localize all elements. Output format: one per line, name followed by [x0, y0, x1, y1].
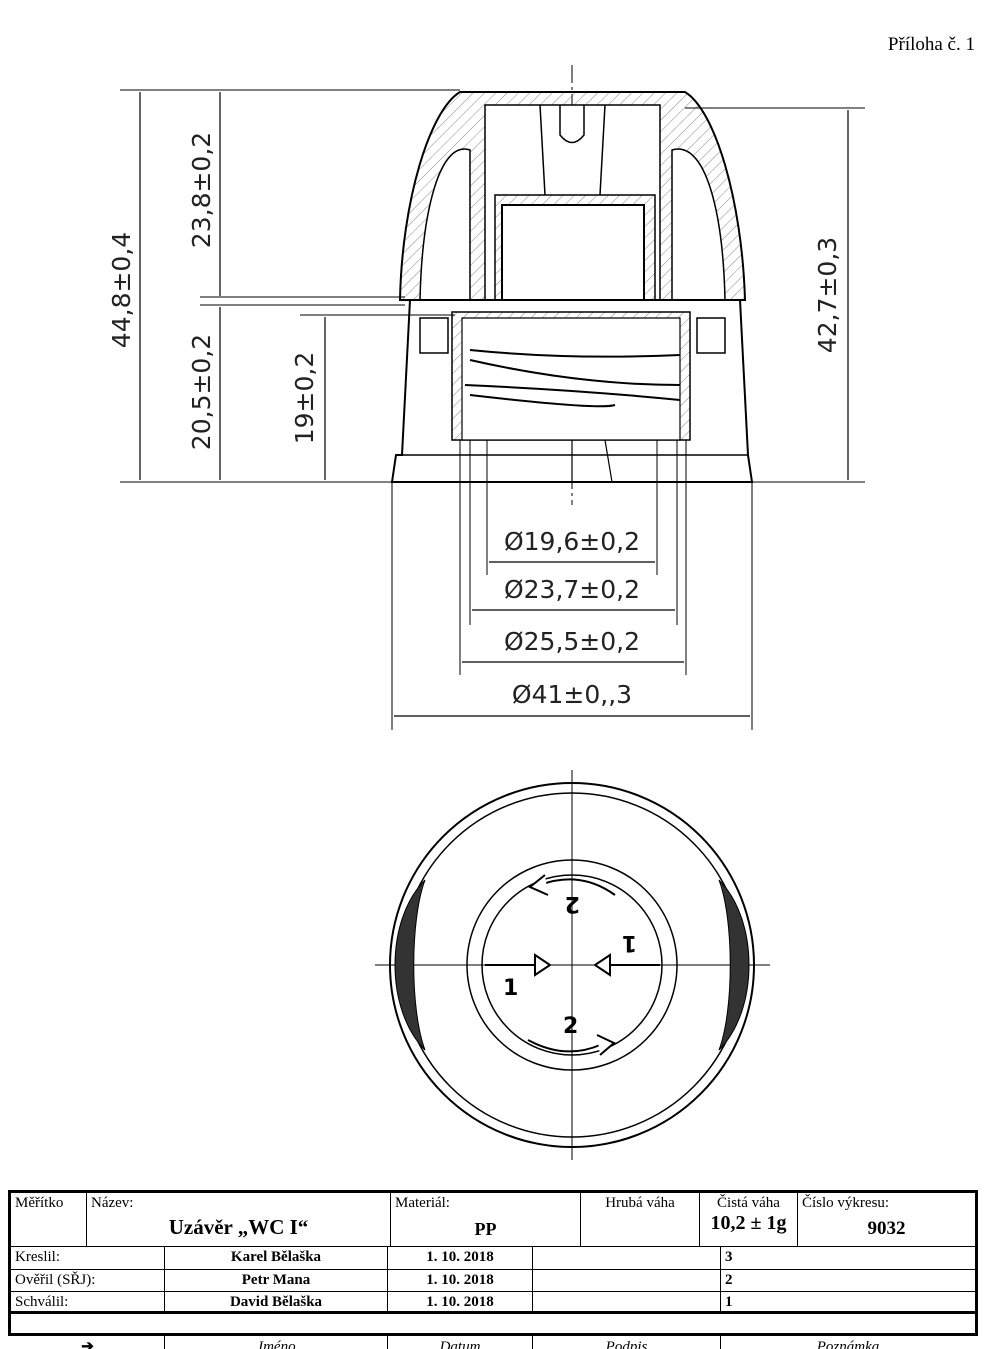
name-cell: Název: Uzávěr „WC I“: [87, 1193, 391, 1247]
dim-d3: Ø25,5±0,2: [504, 627, 640, 656]
material-value: PP: [474, 1219, 497, 1239]
dim-d4: Ø41±0,,3: [512, 680, 632, 709]
material-cell: Materiál: PP: [391, 1193, 581, 1247]
drawing-number-label: Číslo výkresu:: [802, 1195, 890, 1211]
signoff-note-cell: 3: [721, 1247, 975, 1270]
signoff-signature-cell: [533, 1270, 721, 1292]
scale-label: Měřítko: [15, 1195, 64, 1211]
top-view: [375, 770, 770, 1160]
annex-label: Příloha č. 1: [887, 34, 975, 55]
step-1-label: 1: [503, 976, 518, 1001]
signoff-role-cell: Schválil:: [11, 1292, 165, 1314]
signoff-date-cell: 1. 10. 2018: [388, 1292, 533, 1314]
dim-total-height: 44,8±0,4: [107, 232, 136, 348]
signoff-role-cell: Kreslil:: [11, 1247, 165, 1270]
part-name: Uzávěr „WC I“: [168, 1215, 309, 1239]
gross-weight-label: Hrubá váha: [605, 1195, 675, 1211]
signoff-date-cell: 1. 10. 2018: [388, 1247, 533, 1270]
dim-upper-height: 23,8±0,2: [187, 132, 216, 248]
drawing-number: 9032: [867, 1218, 906, 1239]
footer-signature-cell: Podpis: [533, 1336, 721, 1349]
dim-lower-height: 20,5±0,2: [187, 334, 216, 450]
title-block: Měřítko Název:Uzávěr „WC I“ Materiál:PP …: [8, 1190, 978, 1349]
signoff-date-cell: 1. 10. 2018: [388, 1270, 533, 1292]
signoff-name-cell: David Bělaška: [165, 1292, 388, 1314]
side-section-view: 44,8±0,4 23,8±0,2 20,5±0,2 19±0,2 42,7±0…: [107, 65, 865, 1160]
step-2-label: 2: [563, 1014, 578, 1039]
dim-body-height: 42,7±0,3: [813, 237, 842, 353]
signoff-note-cell: 2: [721, 1270, 975, 1292]
net-weight-value: 10,2 ± 1g: [710, 1212, 787, 1234]
step-1-label-rotated: 1: [622, 930, 637, 955]
signoff-role-cell: Ověřil (SŘJ):: [11, 1270, 165, 1292]
step-2-label-rotated: 2: [565, 891, 580, 916]
material-label: Materiál:: [395, 1195, 450, 1211]
dim-d2: Ø23,7±0,2: [504, 575, 640, 604]
signoff-note-cell: 1: [721, 1292, 975, 1314]
footer-arrow-cell: ➔: [11, 1336, 165, 1349]
net-weight-label: Čistá váha: [717, 1195, 780, 1211]
footer-date-cell: Datum: [388, 1336, 533, 1349]
signoff-name-cell: Petr Mana: [165, 1270, 388, 1292]
gross-weight-cell: Hrubá váha: [581, 1193, 700, 1247]
drawing-number-cell: Číslo výkresu: 9032: [798, 1193, 975, 1247]
footer-note-cell: Poznámka: [816, 1339, 880, 1349]
dim-thread-height: 19±0,2: [290, 352, 319, 445]
dim-d1: Ø19,6±0,2: [504, 527, 640, 556]
footer-name-cell: Jméno: [165, 1336, 388, 1349]
signoff-signature-cell: [533, 1247, 721, 1270]
scale-cell: Měřítko: [11, 1193, 87, 1247]
signoff-signature-cell: [533, 1292, 721, 1314]
signoff-name-cell: Karel Bělaška: [165, 1247, 388, 1270]
dimension-lines: [139, 92, 849, 717]
name-label: Název:: [91, 1195, 134, 1211]
